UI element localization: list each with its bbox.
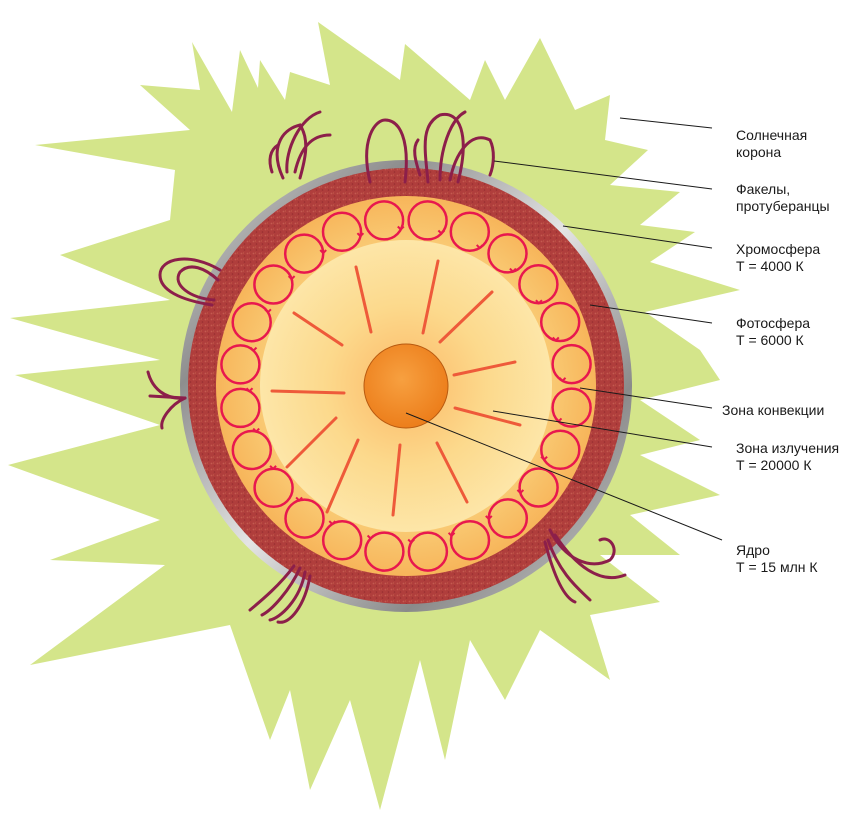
label-photosphere-line1: Фотосфера [736,315,810,332]
sun-core [364,344,448,428]
label-corona-line2: корона [736,144,807,161]
label-photosphere: Фотосфера Т = 6000 К [736,315,810,349]
label-corona-line1: Солнечная [736,127,807,144]
label-radiation-line2: Т = 20000 К [736,457,839,474]
label-core: Ядро Т = 15 млн К [736,542,818,576]
label-chromosphere-line1: Хромосфера [736,241,820,258]
leader-corona [620,118,712,128]
label-radiation: Зона излучения Т = 20000 К [736,440,839,474]
label-prominences: Факелы, протуберанцы [736,181,830,215]
label-photosphere-line2: Т = 6000 К [736,332,810,349]
label-convection-line1: Зона конвекции [722,402,824,419]
label-chromosphere-line2: Т = 4000 К [736,258,820,275]
label-core-line2: Т = 15 млн К [736,559,818,576]
label-prominences-line1: Факелы, [736,181,830,198]
label-radiation-line1: Зона излучения [736,440,839,457]
label-chromosphere: Хромосфера Т = 4000 К [736,241,820,275]
label-prominences-line2: протуберанцы [736,198,830,215]
label-corona: Солнечная корона [736,127,807,161]
label-convection: Зона конвекции [722,402,824,419]
label-core-line1: Ядро [736,542,818,559]
